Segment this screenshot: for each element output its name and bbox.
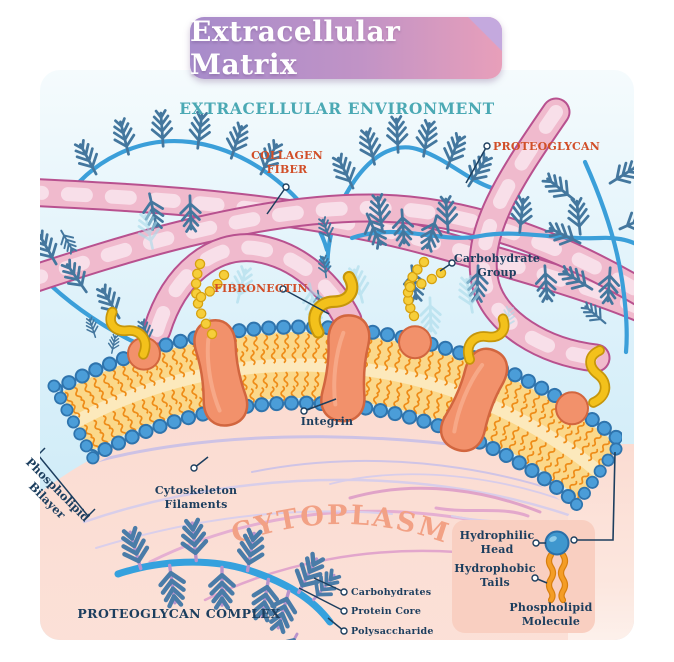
carbohydrate-bead: [404, 281, 416, 293]
label-leader-lines: [40, 142, 616, 635]
hydrophilic-head-icon: [544, 530, 570, 556]
carbohydrate-bead: [194, 258, 206, 270]
carbohydrate-bead: [206, 328, 218, 340]
carbohydrate-bead: [195, 308, 207, 319]
integrin-protein: [320, 314, 371, 423]
bilayer-bracket: [40, 447, 96, 518]
title-banner: Extracellular Matrix: [190, 15, 502, 81]
carbohydrate-bead: [407, 271, 418, 283]
polysaccharide-label: Polysaccharide: [351, 626, 434, 637]
carbohydrate-bead: [195, 291, 207, 303]
carbohydrate-bead: [418, 256, 430, 268]
carbohydrate-bead: [200, 318, 212, 330]
membrane-protein-bump: [555, 391, 589, 426]
integrin-protein: [439, 347, 509, 453]
carbohydrate-bead: [204, 286, 216, 297]
proteoglycan-complex-label: PROTEOGLYCAN COMPLEX: [77, 606, 281, 621]
carbohydrate-bead: [212, 278, 223, 290]
carbohydrates-label: Carbohydrates: [351, 587, 432, 598]
fibronectin-label: FIBRONECTIN: [214, 282, 308, 295]
carbohydrate-bead: [412, 264, 423, 275]
carbohydrate-bead: [190, 278, 202, 289]
carbohydrate-bead: [426, 273, 438, 285]
extracellular-environment-heading: EXTRACELLULAR ENVIRONMENT: [179, 99, 495, 118]
carbohydrate-bead: [435, 267, 447, 279]
carbohydrate-bead: [416, 278, 427, 289]
phospholipid-molecule-inset: [452, 520, 595, 633]
integrin-label: Integrin: [300, 415, 354, 428]
protein-core-label: Protein Core: [351, 606, 422, 617]
membrane-protein-bump: [398, 325, 432, 360]
membrane-surface-proteins: [47, 256, 621, 515]
carbohydrate-bead: [218, 269, 230, 281]
phospholipid-bilayer-membrane: [52, 314, 622, 576]
page-title: Extracellular Matrix: [190, 15, 401, 81]
integrin-protein: [193, 319, 249, 427]
carbohydrate-bead: [192, 268, 203, 280]
proteoglycan-label: PROTEOGLYCAN: [493, 140, 600, 153]
proteoglycan-complex-illustration: [114, 519, 345, 640]
page-fold-icon: [468, 17, 502, 51]
